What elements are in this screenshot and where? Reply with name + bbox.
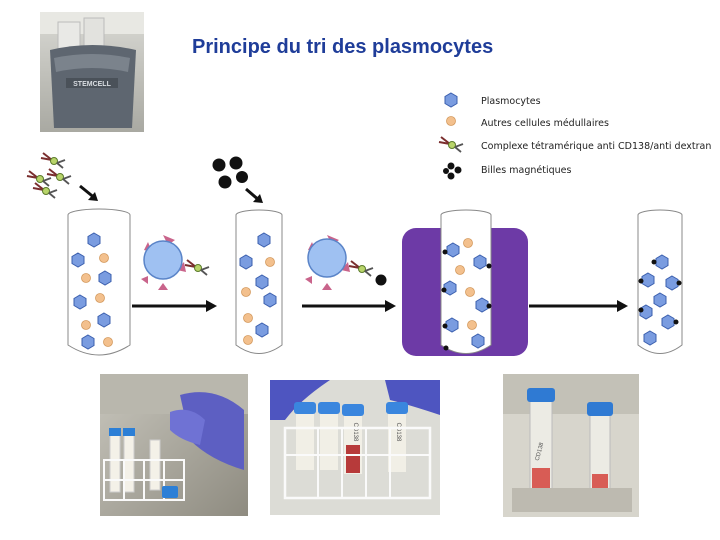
complex-group — [27, 153, 71, 198]
process-arrow-1 — [132, 300, 217, 312]
device-photo: STEMCELL — [40, 12, 144, 132]
tube-4 — [638, 210, 682, 354]
tube-2 — [236, 210, 282, 354]
legend-billes-icon — [443, 163, 462, 180]
tube-1 — [68, 209, 130, 355]
photo-tube-rack: CD138 CD138 — [270, 380, 440, 515]
cell-with-complexes — [141, 235, 209, 290]
device-logo-text: STEMCELL — [73, 81, 111, 88]
legend-plasmocyte-icon — [445, 93, 457, 107]
cell-with-beads — [305, 235, 387, 290]
photo-gloved-hands — [100, 374, 248, 516]
photo-sorted-tubes: CD138 — [503, 374, 639, 517]
beads-group — [213, 157, 249, 189]
legend-complexe-icon — [439, 137, 463, 152]
magnet — [402, 210, 528, 356]
tube-label-1: CD138 — [352, 423, 358, 442]
process-arrow-2 — [302, 300, 396, 312]
tube-label-2: CD138 — [395, 423, 401, 442]
process-arrow-3 — [529, 300, 628, 312]
legend-autre-cellule-icon — [447, 117, 456, 126]
